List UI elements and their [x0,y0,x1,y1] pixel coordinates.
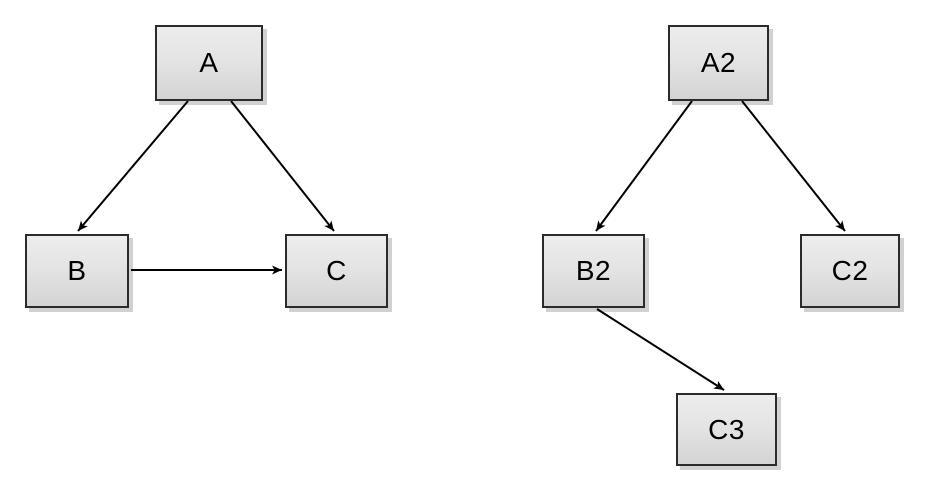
node-label-b2: B2 [575,255,612,286]
edge-a2-to-b2 [595,100,693,232]
node-a[interactable]: A [155,25,263,101]
node-b2[interactable]: B2 [542,234,645,308]
node-label-c3: C3 [708,413,745,445]
node-b[interactable]: B [25,234,129,308]
node-label-a2: A2 [700,47,737,78]
node-label-a: A [199,47,219,78]
node-label-b: B [67,255,87,286]
edge-a2-to-c2 [741,100,846,232]
edge-b2-to-c3 [596,308,725,391]
node-c3[interactable]: C3 [676,393,777,466]
node-label-c2: C2 [831,255,869,286]
node-a2[interactable]: A2 [668,25,769,101]
node-label-c: C [326,255,347,286]
edge-a-to-b [77,100,189,232]
edge-a-to-c [230,100,335,232]
node-c2[interactable]: C2 [800,234,900,308]
node-c[interactable]: C [285,234,388,308]
